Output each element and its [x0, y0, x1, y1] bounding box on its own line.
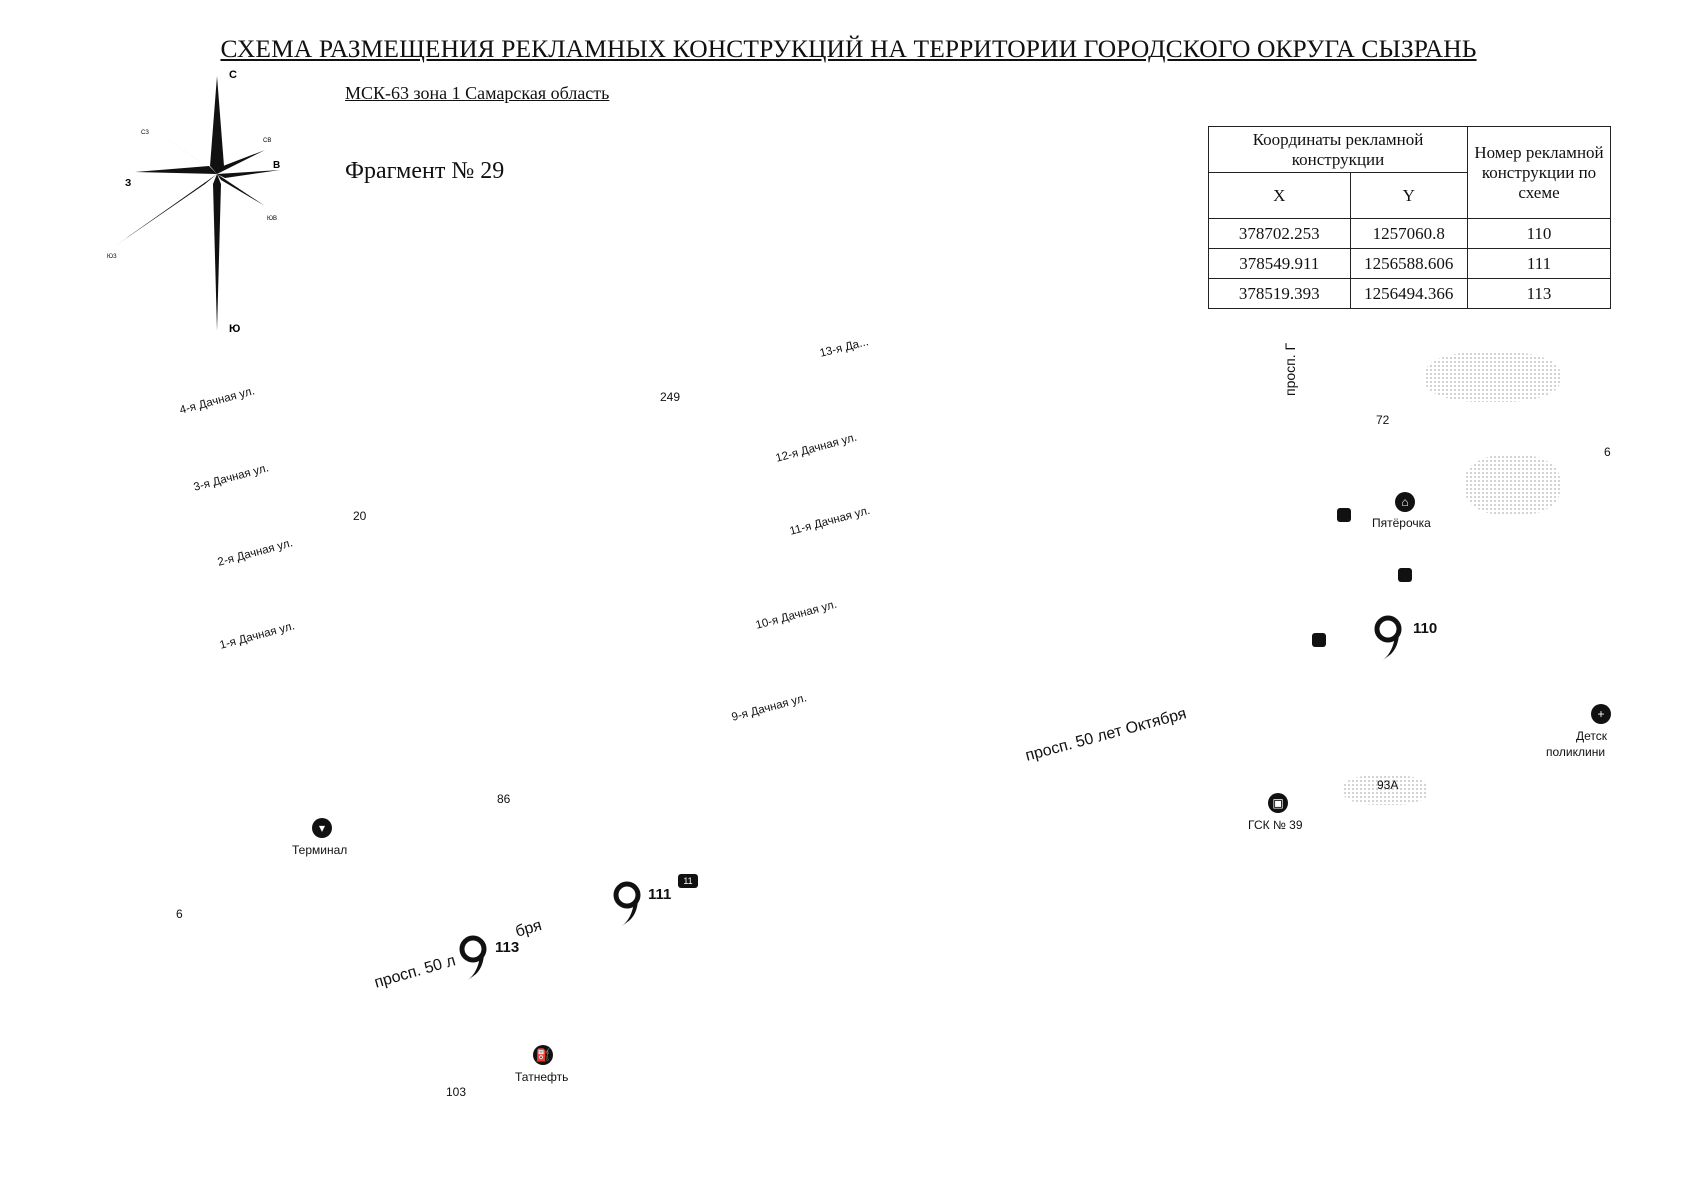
- car-icon[interactable]: ▣: [1268, 793, 1288, 813]
- medical-cross-icon[interactable]: +: [1591, 704, 1611, 724]
- compass-sw: ЮЗ: [107, 254, 117, 260]
- ad-structure-number-111: 111: [648, 886, 672, 903]
- compass-n: С: [229, 69, 237, 81]
- ad-structure-marker-110-icon[interactable]: [1373, 614, 1407, 664]
- house-number-6-left: 6: [176, 907, 183, 921]
- table-cell-x: 378549.911: [1208, 248, 1351, 279]
- poi-clinic-label-2: поликлини: [1546, 745, 1606, 759]
- table-header-y: Y: [1349, 172, 1469, 219]
- street-label-4: 4-я Дачная ул.: [178, 385, 257, 417]
- street-label-prosp-top: просп. Г: [1282, 342, 1298, 396]
- bus-route-icon[interactable]: 11: [678, 874, 698, 888]
- street-label-prosp-50-let-oktyabrya: просп. 50 лет Октября: [1023, 705, 1189, 765]
- house-number-6-right: 6: [1604, 445, 1611, 459]
- street-label-12: 12-я Дачная ул.: [774, 431, 859, 465]
- coordinates-table: Координаты рекламной конструкции Номер р…: [1208, 126, 1611, 309]
- shop-basket-icon[interactable]: ⌂: [1395, 492, 1415, 512]
- street-label-3: 3-я Дачная ул.: [192, 462, 271, 494]
- table-cell-x: 378702.253: [1208, 218, 1351, 249]
- street-label-11: 11-я Дачная ул.: [788, 504, 872, 538]
- table-cell-y: 1257060.8: [1349, 218, 1469, 249]
- table-cell-number: 111: [1467, 248, 1611, 279]
- fragment-label: Фрагмент № 29: [345, 158, 505, 184]
- compass-rose-icon: С Ю В З СВ СЗ ЮВ ЮЗ: [107, 69, 280, 335]
- coordinate-system-label: МСК-63 зона 1 Самарская область: [345, 83, 610, 103]
- poi-pyaterochka-label: Пятёрочка: [1372, 516, 1431, 530]
- bus-stop-icon[interactable]: [1398, 568, 1412, 582]
- table-header-number: Номер рекламной конструкции по схеме: [1467, 126, 1611, 219]
- table-header-coords: Координаты рекламной конструкции: [1208, 126, 1468, 173]
- house-number-93a: 93А: [1377, 778, 1399, 792]
- ad-structure-number-113: 113: [495, 939, 520, 956]
- street-label-1: 1-я Дачная ул.: [218, 620, 297, 652]
- ad-structure-marker-111-icon[interactable]: [612, 880, 646, 930]
- table-cell-y: 1256494.366: [1349, 278, 1469, 309]
- street-label-prosp-lower-b: бря: [513, 917, 544, 941]
- house-number-20: 20: [353, 509, 367, 523]
- map-noise: [1465, 455, 1560, 515]
- poi-terminal-label: Терминал: [292, 843, 348, 857]
- compass-se: ЮВ: [267, 216, 277, 222]
- ad-structure-number-110: 110: [1413, 620, 1438, 637]
- table-row: 378702.253 1257060.8 110: [1208, 218, 1611, 249]
- bus-stop-icon[interactable]: [1312, 633, 1326, 647]
- compass-ne: СВ: [263, 138, 271, 144]
- compass-e: В: [273, 160, 280, 171]
- table-header-x: X: [1208, 172, 1351, 219]
- poi-gsk-label: ГСК № 39: [1248, 818, 1303, 832]
- house-number-86: 86: [497, 792, 511, 806]
- street-label-9: 9-я Дачная ул.: [730, 692, 809, 724]
- fuel-station-icon[interactable]: ⛽: [533, 1045, 553, 1065]
- page-title: СХЕМА РАЗМЕЩЕНИЯ РЕКЛАМНЫХ КОНСТРУКЦИЙ Н…: [220, 34, 1477, 63]
- house-number-249: 249: [660, 390, 681, 404]
- compass-w: З: [125, 178, 131, 189]
- cart-icon[interactable]: ▾: [312, 818, 332, 838]
- compass-s: Ю: [229, 323, 240, 335]
- street-label-prosp-lower-a: просп. 50 л: [372, 952, 458, 992]
- table-row: 378519.393 1256494.366 113: [1208, 278, 1611, 309]
- street-label-10: 10-я Дачная ул.: [754, 598, 839, 632]
- compass-nw: СЗ: [141, 130, 149, 136]
- table-cell-x: 378519.393: [1208, 278, 1351, 309]
- table-cell-number: 113: [1467, 278, 1611, 309]
- table-cell-number: 110: [1467, 218, 1611, 249]
- street-label-2: 2-я Дачная ул.: [216, 537, 295, 569]
- poi-tatneft-label: Татнефть: [515, 1070, 569, 1084]
- map-noise: [1343, 775, 1428, 805]
- bus-stop-icon[interactable]: [1337, 508, 1351, 522]
- house-number-72: 72: [1376, 413, 1390, 427]
- table-row: 378549.911 1256588.606 111: [1208, 248, 1611, 279]
- street-label-13: 13-я Да...: [818, 336, 870, 360]
- poi-clinic-label-1: Детск: [1576, 729, 1608, 743]
- house-number-103: 103: [446, 1085, 467, 1099]
- map-noise: [1425, 352, 1560, 402]
- table-cell-y: 1256588.606: [1349, 248, 1469, 279]
- ad-structure-marker-113-icon[interactable]: [458, 934, 492, 984]
